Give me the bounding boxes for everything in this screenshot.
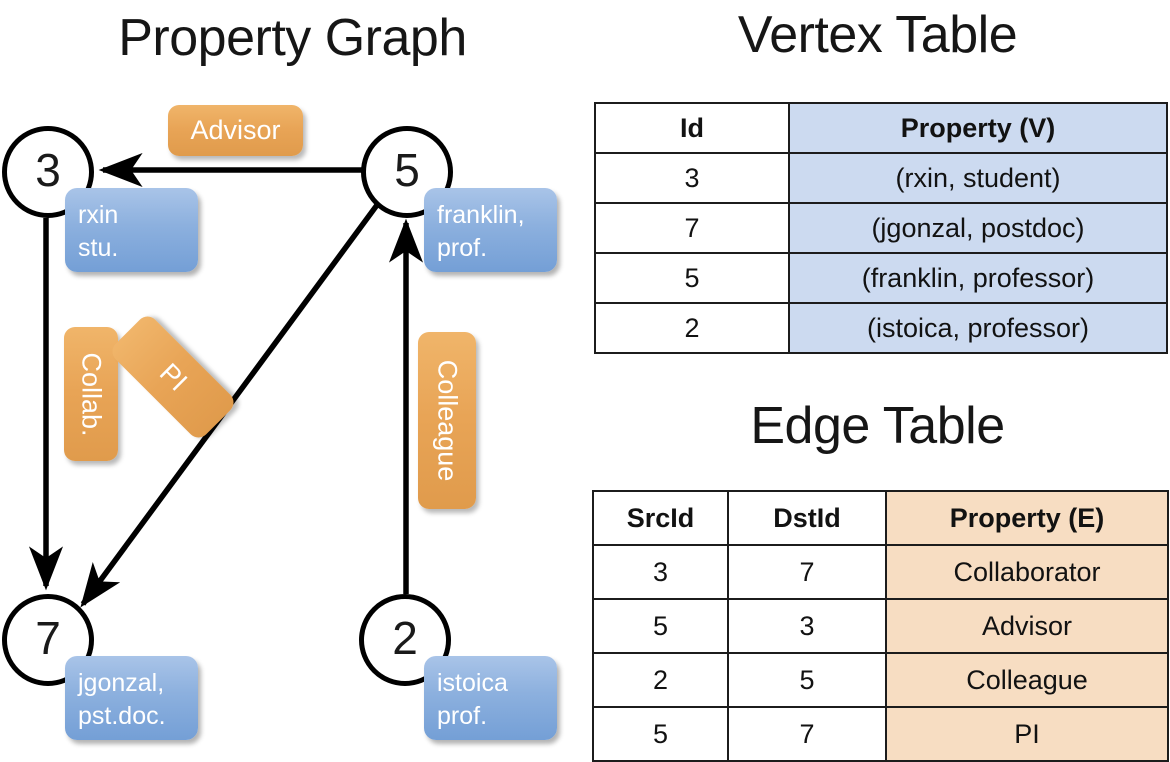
vertex-prop-box-7: jgonzal, pst.doc.	[65, 656, 198, 740]
vertex-prop-box-7-line1: jgonzal,	[78, 669, 165, 697]
graph-node-5[interactable]: 5	[361, 126, 453, 218]
graph-node-7-label: 7	[35, 612, 61, 664]
vertex-row-2-property: (franklin, professor)	[788, 252, 1168, 304]
edge-row-0-src: 3	[592, 544, 729, 600]
edge-table-header-row: SrcId DstId Property (E)	[592, 490, 1169, 546]
table-row[interactable]: 5 3 Advisor	[592, 598, 1169, 654]
vertex-table: Id Property (V) 3 (rxin, student) 7 (jgo…	[594, 102, 1168, 354]
edge-row-3-dst: 7	[727, 706, 887, 762]
vertex-prop-box-3: rxin stu.	[65, 188, 198, 272]
vertex-prop-box-2-line2: prof.	[437, 701, 488, 730]
graph-node-2[interactable]: 2	[359, 594, 451, 686]
table-row[interactable]: 2 5 Colleague	[592, 652, 1169, 708]
page-title-edge-table: Edge Table	[750, 397, 1005, 455]
vertex-row-1-property: (jgonzal, postdoc)	[788, 202, 1168, 254]
vertex-prop-box-3-line1: rxin	[78, 201, 119, 229]
graph-node-2-label: 2	[392, 612, 418, 664]
edge-row-3-property: PI	[885, 706, 1169, 762]
table-row[interactable]: 7 (jgonzal, postdoc)	[594, 202, 1168, 254]
edge-row-3-src: 5	[592, 706, 729, 762]
graph-node-3-label: 3	[35, 144, 61, 196]
vertex-row-0-property: (rxin, student)	[788, 152, 1168, 204]
vertex-prop-box-2: istoica prof.	[424, 656, 557, 740]
edge-table-header-srcid: SrcId	[592, 490, 729, 546]
vertex-table-header-row: Id Property (V)	[594, 102, 1168, 154]
page-title-property-graph: Property Graph	[118, 9, 467, 67]
edge-label-pi-text: PI	[153, 357, 193, 397]
edge-label-advisor-text: Advisor	[190, 115, 281, 145]
edge-label-advisor: Advisor	[168, 105, 303, 156]
table-row[interactable]: 5 7 PI	[592, 706, 1169, 762]
table-row[interactable]: 3 7 Collaborator	[592, 544, 1169, 600]
vertex-prop-box-7-line2: pst.doc.	[78, 701, 166, 730]
table-row[interactable]: 3 (rxin, student)	[594, 152, 1168, 204]
vertex-prop-box-2-line1: istoica	[437, 669, 508, 697]
edge-row-0-property: Collaborator	[885, 544, 1169, 600]
edge-row-2-property: Colleague	[885, 652, 1169, 708]
edge-row-2-src: 2	[592, 652, 729, 708]
edge-row-1-src: 5	[592, 598, 729, 654]
edge-label-collab: Collab.	[64, 327, 118, 461]
vertex-prop-box-5-line1: franklin,	[437, 201, 525, 229]
edge-row-1-dst: 3	[727, 598, 887, 654]
edge-table: SrcId DstId Property (E) 3 7 Collaborato…	[592, 490, 1169, 762]
edge-table-header-property: Property (E)	[885, 490, 1169, 546]
vertex-row-1-id: 7	[594, 202, 790, 254]
vertex-row-3-id: 2	[594, 302, 790, 354]
table-row[interactable]: 5 (franklin, professor)	[594, 252, 1168, 304]
vertex-row-0-id: 3	[594, 152, 790, 204]
vertex-prop-box-5: franklin, prof.	[424, 188, 557, 272]
edge-label-colleague: Colleague	[418, 332, 476, 509]
vertex-row-2-id: 5	[594, 252, 790, 304]
page-title-vertex-table: Vertex Table	[737, 6, 1018, 64]
vertex-prop-box-3-line2: stu.	[78, 233, 119, 262]
edge-label-colleague-text: Colleague	[432, 359, 463, 482]
edge-label-collab-text: Collab.	[76, 351, 107, 437]
edge-row-0-dst: 7	[727, 544, 887, 600]
edge-table-header-dstid: DstId	[727, 490, 887, 546]
table-row[interactable]: 2 (istoica, professor)	[594, 302, 1168, 354]
graph-node-5-label: 5	[394, 144, 420, 196]
vertex-table-header-property: Property (V)	[788, 102, 1168, 154]
vertex-prop-box-5-line2: prof.	[437, 233, 488, 262]
property-graph-diagram: 3 5 7 2 rxin stu. franklin, prof. jgonza…	[0, 0, 585, 760]
vertex-row-3-property: (istoica, professor)	[788, 302, 1168, 354]
vertex-table-header-id: Id	[594, 102, 790, 154]
edge-row-2-dst: 5	[727, 652, 887, 708]
edge-row-1-property: Advisor	[885, 598, 1169, 654]
